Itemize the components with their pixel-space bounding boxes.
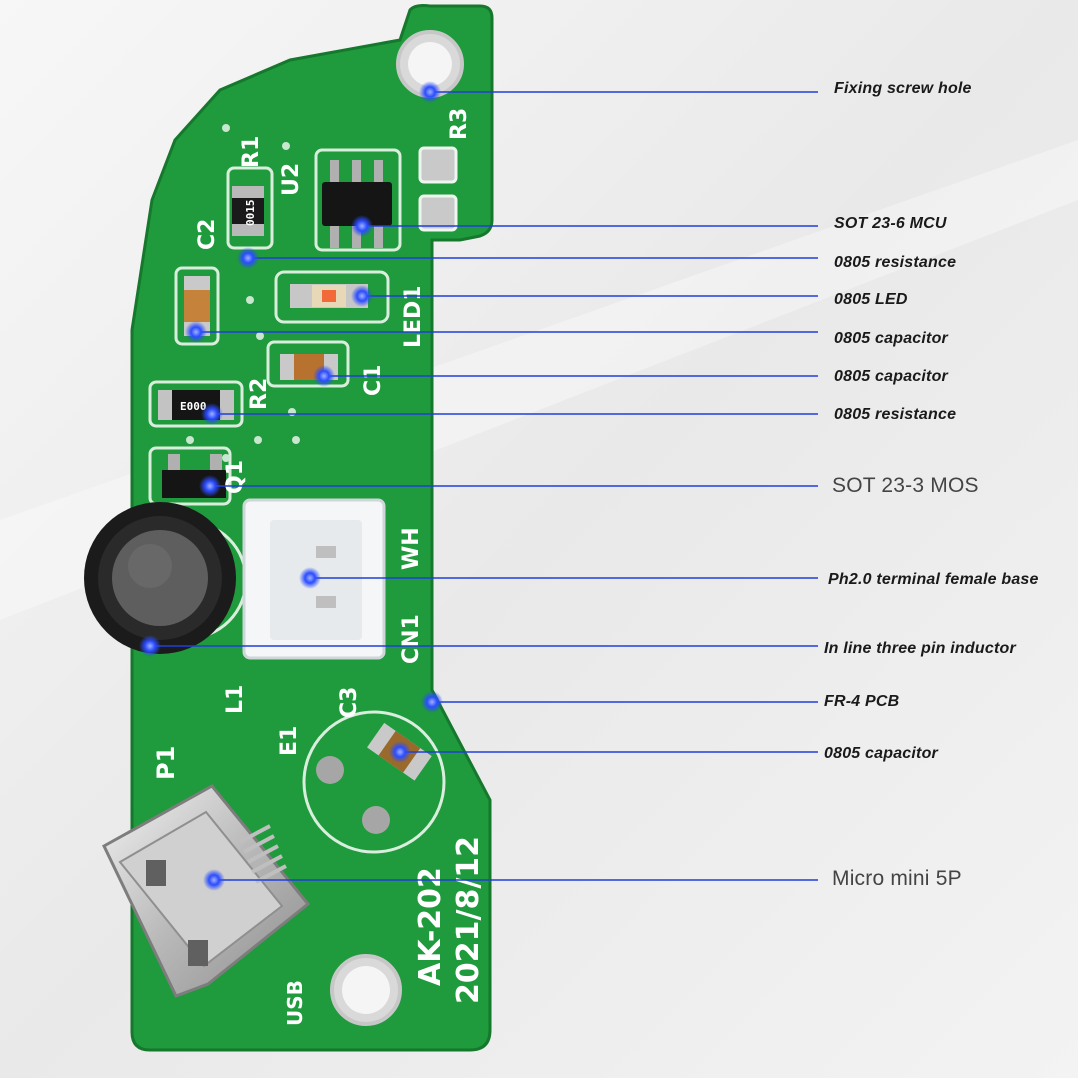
silk-c1: C1 xyxy=(361,365,386,396)
silk-cn1: CN1 xyxy=(399,614,424,664)
callout-0805-resistance-1: 0805 resistance xyxy=(834,254,957,271)
callout-micro-mini-5p: Micro mini 5P xyxy=(832,867,962,890)
silk-q1: Q1 xyxy=(223,460,248,494)
micro-usb-connector xyxy=(102,784,311,998)
callout-inductor: In line three pin inductor xyxy=(824,640,1016,657)
callout-0805-capacitor-3: 0805 capacitor xyxy=(824,745,938,762)
silk-led1: LED1 xyxy=(401,285,426,348)
silk-p1: P1 xyxy=(152,746,180,780)
callout-fr4-pcb: FR-4 PCB xyxy=(824,693,900,710)
callout-0805-capacitor-2: 0805 capacitor xyxy=(834,368,948,385)
silk-c3: C3 xyxy=(337,687,362,718)
r2-marking: E000 xyxy=(180,400,207,413)
silk-board-id: AK-202 xyxy=(413,867,448,986)
r1-marking: 0015 xyxy=(244,200,257,227)
callout-sot23-3-mos: SOT 23-3 MOS xyxy=(832,474,979,497)
silk-e1: E1 xyxy=(277,726,302,756)
silk-wh: WH xyxy=(399,527,424,570)
silk-board-date: 2021/8/12 xyxy=(451,836,486,1004)
callout-ph20-terminal: Ph2.0 terminal female base xyxy=(828,571,1039,588)
silk-r1: R1 xyxy=(239,136,264,168)
callout-0805-resistance-2: 0805 resistance xyxy=(834,406,957,423)
callout-0805-capacitor-1: 0805 capacitor xyxy=(834,330,948,347)
silk-r3: R3 xyxy=(447,108,472,140)
silk-u2: U2 xyxy=(279,163,304,196)
silk-c2: C2 xyxy=(195,219,220,250)
callout-0805-led: 0805 LED xyxy=(834,291,908,308)
silk-r2: R2 xyxy=(247,378,272,410)
callout-fixing-screw-hole: Fixing screw hole xyxy=(834,80,972,97)
led-component xyxy=(290,284,368,308)
c2-capacitor xyxy=(184,276,210,336)
silk-usb: USB xyxy=(283,980,307,1026)
mcu-chip xyxy=(322,160,392,248)
silk-l1: L1 xyxy=(223,685,248,714)
callout-sot23-6-mcu: SOT 23-6 MCU xyxy=(834,215,947,232)
inductor xyxy=(84,502,236,654)
r1-resistor xyxy=(232,186,264,236)
